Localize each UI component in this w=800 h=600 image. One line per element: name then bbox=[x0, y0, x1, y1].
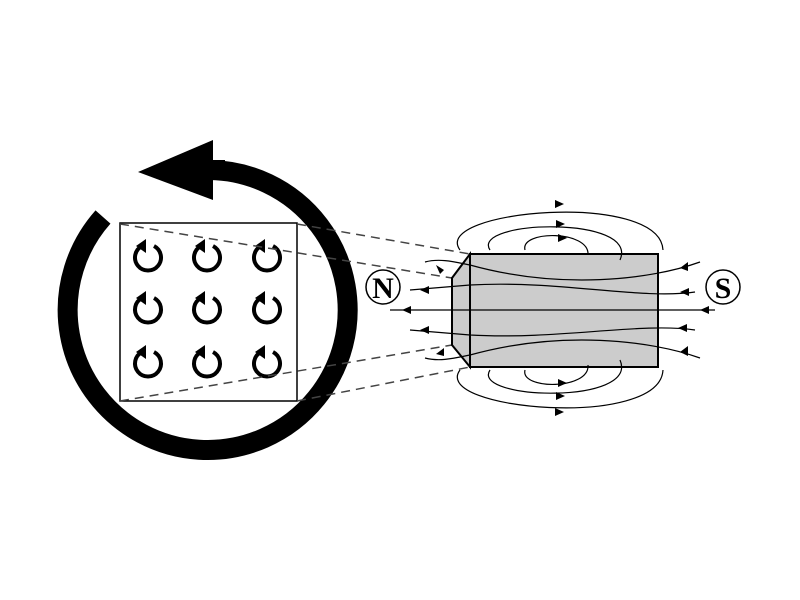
spin-icon bbox=[192, 345, 222, 379]
south-pole-label: S bbox=[715, 272, 732, 305]
field-lines bbox=[390, 211, 715, 409]
north-pole-badge: N bbox=[365, 269, 401, 305]
spin-icon bbox=[252, 239, 282, 273]
spin-icon bbox=[133, 239, 163, 273]
spin-icon bbox=[192, 239, 222, 273]
spin-icon bbox=[252, 291, 282, 325]
big-rotation-arrow-icon bbox=[57, 140, 358, 460]
projection-lines bbox=[119, 223, 471, 402]
spin-icon bbox=[133, 345, 163, 379]
domain-box bbox=[119, 222, 298, 402]
spin-grid bbox=[133, 239, 282, 379]
spin-icon bbox=[252, 345, 282, 379]
north-pole-label: N bbox=[372, 272, 394, 305]
spin-icon bbox=[192, 291, 222, 325]
field-arrowheads bbox=[402, 200, 709, 416]
south-pole-badge: S bbox=[705, 269, 741, 305]
spin-icon bbox=[133, 291, 163, 325]
